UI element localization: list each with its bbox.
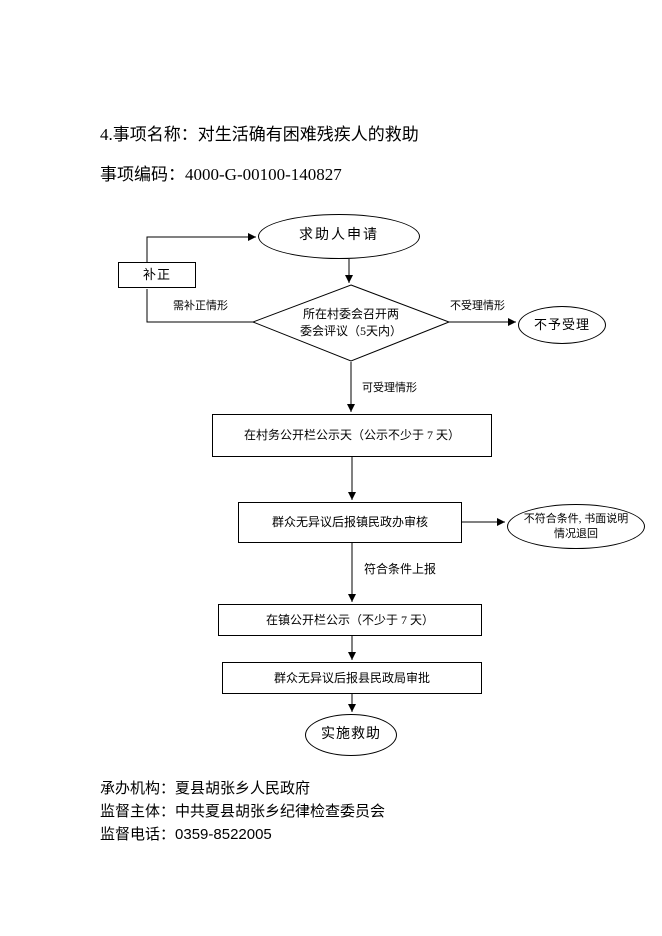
flow-node-town-review: 群众无异议后报镇民政办审核 (238, 502, 462, 543)
flow-node-end-label: 实施救助 (321, 726, 381, 742)
flow-node-village-publicity-label: 在村务公开栏公示天（公示不少于 7 天） (243, 428, 460, 443)
flow-node-town-review-label: 群众无异议后报镇民政办审核 (271, 515, 428, 530)
flow-node-reject: 不予受理 (518, 306, 606, 344)
flow-node-end: 实施救助 (305, 714, 397, 756)
footer-supervisor: 监督主体：中共夏县胡张乡纪律检查委员会 (100, 804, 386, 820)
flow-node-town-publicity: 在镇公开栏公示（不少于 7 天） (218, 604, 482, 636)
footer-agency: 承办机构：夏县胡张乡人民政府 (100, 781, 311, 797)
edge-label-meets-condition: 符合条件上报 (364, 560, 437, 577)
item-title: 4.事项名称：对生活确有困难残疾人的救助 (100, 125, 419, 144)
flow-node-village-publicity: 在村务公开栏公示天（公示不少于 7 天） (212, 414, 492, 457)
flow-node-return-line1: 不符合条件, 书面说明 (523, 512, 629, 525)
flow-node-decision-line1: 所在村委会召开两 (302, 307, 399, 321)
flow-node-correction: 补正 (118, 262, 196, 288)
item-code: 事项编码：4000-G-00100-140827 (100, 165, 342, 184)
footer-phone-number: 0359-8522005 (175, 826, 272, 843)
edge-label-not-accept: 不受理情形 (450, 297, 505, 313)
flow-node-reject-label: 不予受理 (533, 317, 590, 333)
footer-phone: 监督电话：0359-8522005 (100, 823, 272, 844)
connector-correction-to-start (146, 233, 256, 262)
flow-node-town-publicity-label: 在镇公开栏公示（不少于 7 天） (265, 612, 434, 627)
flow-node-return-line2: 情况退回 (554, 527, 598, 540)
flow-node-decision-line2: 委会评议（5天内） (299, 324, 402, 338)
edge-label-acceptable: 可受理情形 (362, 379, 417, 395)
flow-node-county-approval: 群众无异议后报县民政局审批 (222, 662, 482, 694)
flow-node-return: 不符合条件, 书面说明 情况退回 (507, 504, 645, 549)
flow-node-county-approval-label: 群众无异议后报县民政局审批 (273, 670, 430, 685)
flow-node-correction-label: 补正 (142, 267, 171, 283)
footer-phone-label: 监督电话： (100, 827, 176, 843)
edge-label-need-correction: 需补正情形 (173, 297, 228, 313)
flow-node-start: 求助人申请 (258, 214, 420, 259)
flow-node-decision: 所在村委会召开两 委会评议（5天内） (253, 306, 449, 340)
flow-node-start-label: 求助人申请 (299, 228, 379, 244)
